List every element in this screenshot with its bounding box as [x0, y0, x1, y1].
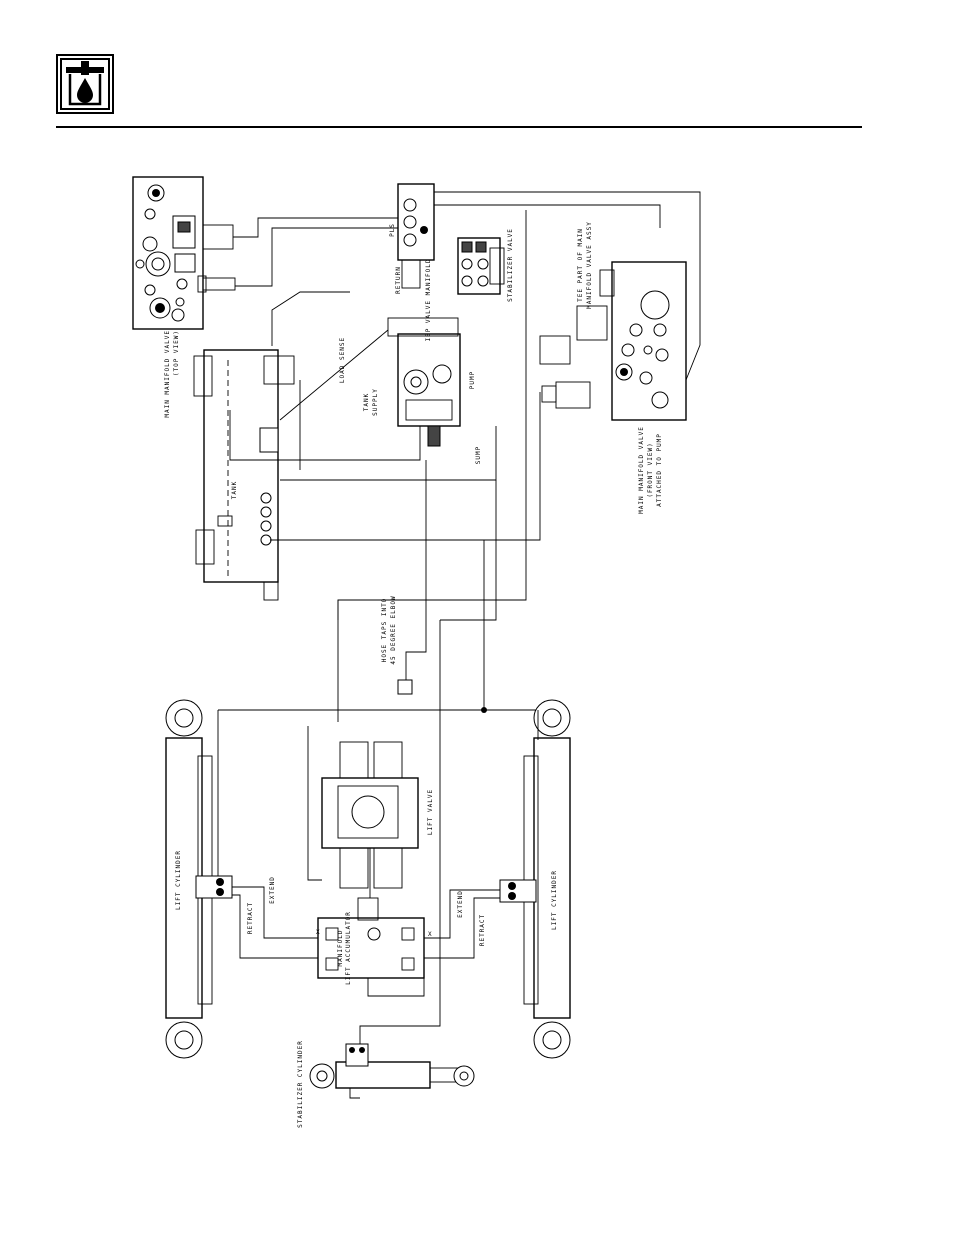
hydraulic-lines-middle: HOSE TAPS INTO 45 DEGREE ELBOW: [218, 210, 538, 722]
label-lift-valve: LIFT VALVE: [427, 789, 434, 835]
hydraulic-fluid-drop-icon: [56, 54, 114, 114]
label-pls: PLS: [389, 223, 396, 237]
lift-cylinder-left: LIFT CYLINDER EXTEND RETRACT: [165, 699, 276, 1059]
label-lift-accumulator-manifold-2: MANIFOLD: [337, 930, 344, 967]
label-sump: SUMP: [475, 446, 482, 464]
ibp-valve-manifold: RETURN PLS IBP VALVE MANIFOLD: [389, 183, 435, 342]
label-pump: PUMP: [469, 371, 476, 389]
label-lift-cylinder-left: LIFT CYLINDER: [175, 850, 182, 910]
label-retract-left: RETRACT: [247, 902, 254, 934]
label-retract-right: RETRACT: [479, 914, 486, 946]
label-lift-cylinder-right: LIFT CYLINDER: [551, 870, 558, 930]
label-stabilizer-cylinder: STABILIZER CYLINDER: [297, 1040, 304, 1128]
stabilizer-cylinder: STABILIZER CYLINDER: [297, 1040, 475, 1128]
label-tee-note-2: MANIFOLD VALVE ASSY: [586, 221, 593, 309]
hydraulic-lines-upper: [229, 191, 701, 541]
label-main-manifold-top-1: MAIN MANIFOLD VALVE: [164, 330, 171, 418]
label-ibp-valve-manifold: IBP VALVE MANIFOLD: [425, 258, 432, 341]
main-manifold-valve-top-view: MAIN MANIFOLD VALVE (TOP VIEW): [132, 176, 236, 418]
label-port-x-right: X: [428, 931, 433, 938]
header-rule: [56, 126, 862, 128]
label-hose-note-2: 45 DEGREE ELBOW: [390, 595, 397, 664]
label-hose-note-1: HOSE TAPS INTO: [381, 598, 388, 663]
stabilizer-valve: STABILIZER VALVE: [457, 228, 514, 302]
pump: PUMP TANK SUPPLY LOAD SENSE SUMP: [339, 317, 482, 464]
label-extend-left: EXTEND: [269, 876, 276, 904]
label-main-manifold-front-2: (FRONT VIEW): [647, 442, 654, 497]
lift-valve: LIFT VALVE: [307, 726, 434, 889]
label-stabilizer-valve: STABILIZER VALVE: [507, 228, 514, 302]
label-return: RETURN: [395, 266, 402, 294]
label-tank-supply-1: TANK: [363, 393, 370, 411]
label-main-manifold-front-1: MAIN MANIFOLD VALVE: [638, 426, 645, 514]
label-main-manifold-top-2: (TOP VIEW): [173, 330, 180, 376]
label-tank-supply-2: SUPPLY: [372, 388, 379, 416]
label-extend-right: EXTEND: [457, 890, 464, 918]
lift-cylinder-right: LIFT CYLINDER EXTEND RETRACT: [457, 699, 571, 1059]
label-lift-accumulator-manifold-1: LIFT ACCUMULATOR: [345, 911, 352, 985]
label-load-sense: LOAD SENSE: [339, 337, 346, 383]
label-main-manifold-front-3: ATTACHED TO PUMP: [656, 433, 663, 507]
tank: TANK: [193, 349, 295, 601]
label-tank: TANK: [231, 481, 238, 499]
hydraulic-lines-lower: [217, 620, 539, 1044]
label-port-x-left: X: [316, 929, 321, 936]
lift-accumulator-manifold: LIFT ACCUMULATOR MANIFOLD X X: [316, 897, 433, 985]
main-manifold-valve-front-view: MAIN MANIFOLD VALVE (FRONT VIEW) ATTACHE…: [539, 221, 687, 514]
label-tee-note-1: TEE PART OF MAIN: [577, 228, 584, 302]
